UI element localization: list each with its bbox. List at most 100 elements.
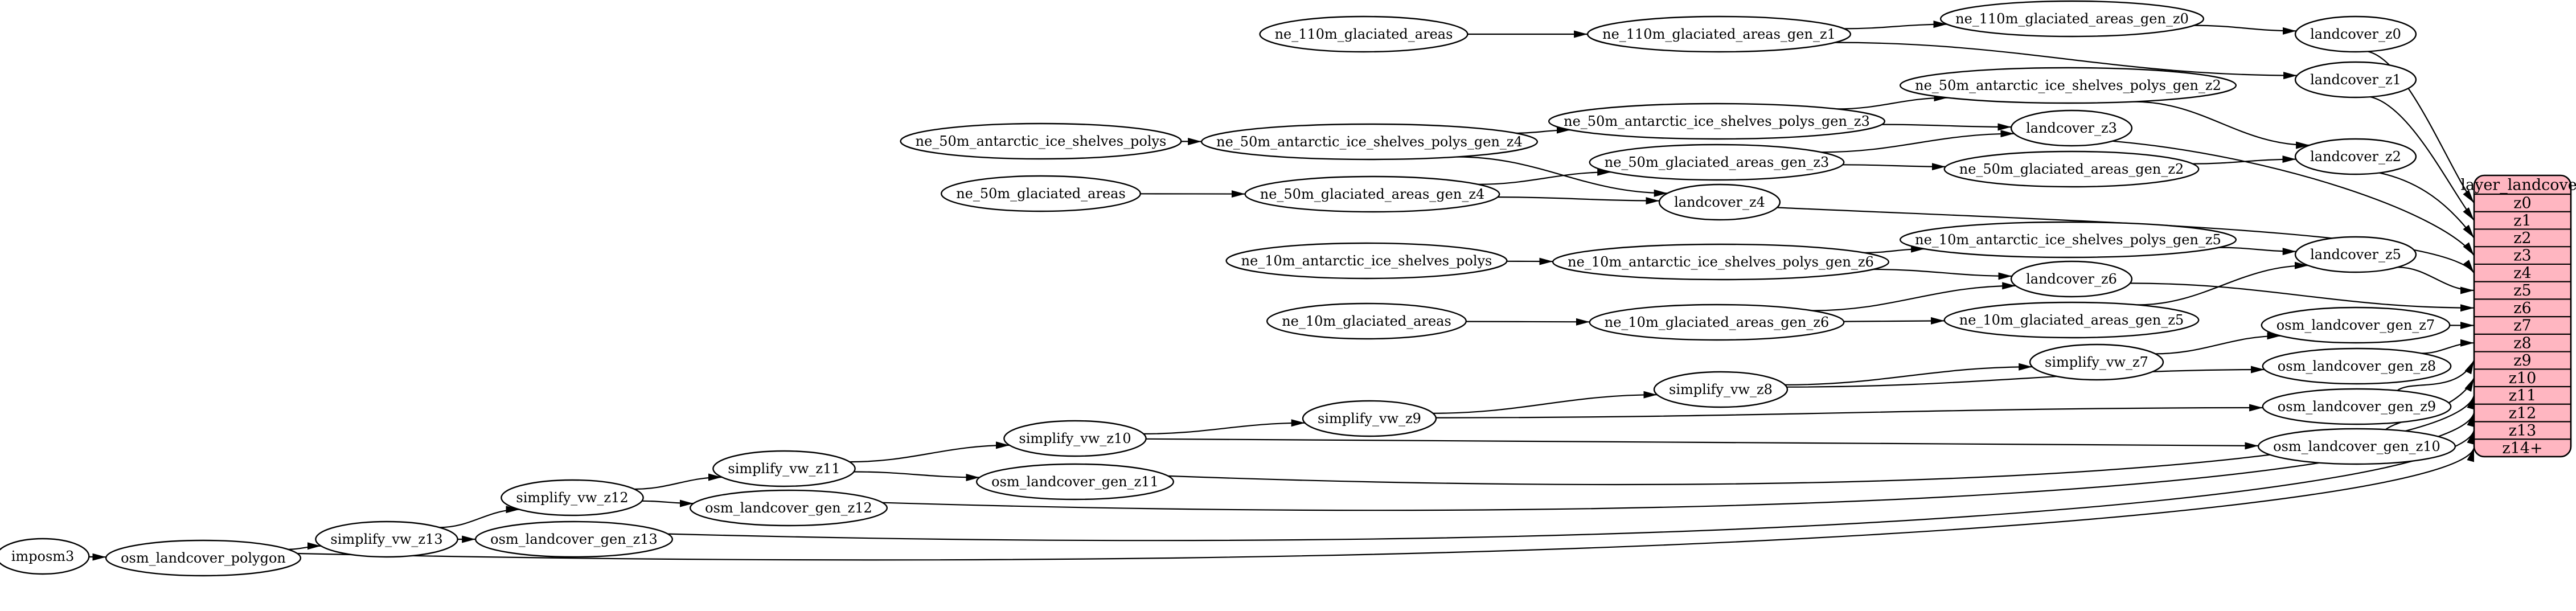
node-ellipse-osm_landcover_polygon xyxy=(105,539,302,577)
node-ne_50m_glaciated_areas: ne_50m_glaciated_areas xyxy=(941,175,1141,212)
node-ellipse-ne_110m_glaciated_areas xyxy=(1259,15,1469,53)
edge-landcover_z6--layer_landcover-z6 xyxy=(2130,282,2475,312)
node-simplify_vw_z7: simplify_vw_z7 xyxy=(2029,343,2164,381)
node-ellipse-ne_50m_antarctic_ice_shelves_polys_gen_z3 xyxy=(1548,102,1886,140)
edge-ne_110m_glaciated_areas_gen_z0--landcover_z0 xyxy=(2194,24,2296,35)
node-label-simplify_vw_z7: simplify_vw_z7 xyxy=(2045,354,2148,370)
table-row-z10: z10 xyxy=(2509,370,2537,387)
table-row-z8: z8 xyxy=(2513,334,2531,352)
node-ellipse-simplify_vw_z7 xyxy=(2029,343,2164,381)
node-ellipse-simplify_vw_z9 xyxy=(1302,400,1437,437)
node-layer: imposm3 osm_landcover_polygon simplify_vw_… xyxy=(0,0,2456,577)
edge-ne_10m_glaciated_areas_gen_z6--landcover_z6 xyxy=(1812,282,2016,311)
node-label-ne_10m_glaciated_areas_gen_z5: ne_10m_glaciated_areas_gen_z5 xyxy=(1959,312,2184,328)
node-label-ne_50m_glaciated_areas_gen_z4: ne_50m_glaciated_areas_gen_z4 xyxy=(1260,186,1485,202)
node-ellipse-osm_landcover_gen_z12 xyxy=(689,489,888,527)
node-osm_landcover_gen_z11: osm_landcover_gen_z11 xyxy=(975,463,1175,501)
edge-landcover_z2--layer_landcover-z2 xyxy=(2379,172,2475,239)
table-row-z1: z1 xyxy=(2513,212,2531,229)
edge-ne_10m_antarctic_ice_shelves_polys_gen_z5--landcover_z5 xyxy=(2218,247,2296,256)
node-ellipse-ne_110m_glaciated_areas_gen_z1 xyxy=(1586,15,1852,53)
node-label-osm_landcover_gen_z9: osm_landcover_gen_z9 xyxy=(2278,399,2436,415)
node-ne_10m_antarctic_ice_shelves_polys: ne_10m_antarctic_ice_shelves_polys xyxy=(1225,242,1508,280)
node-osm_landcover_gen_z9: osm_landcover_gen_z9 xyxy=(2262,388,2452,425)
table-row-z3: z3 xyxy=(2513,247,2531,265)
node-ellipse-landcover_z6 xyxy=(2010,260,2133,298)
table-row-z6: z6 xyxy=(2513,300,2531,317)
node-label-landcover_z6: landcover_z6 xyxy=(2026,271,2117,287)
node-landcover_z6: landcover_z6 xyxy=(2010,260,2133,298)
edge-landcover_z4--layer_landcover-z4 xyxy=(1777,207,2475,273)
node-osm_landcover_polygon: osm_landcover_polygon xyxy=(105,539,302,577)
node-ne_110m_glaciated_areas_gen_z1: ne_110m_glaciated_areas_gen_z1 xyxy=(1586,15,1852,53)
edge-landcover_z1--layer_landcover-z1 xyxy=(2370,96,2475,221)
edge-simplify_vw_z12--osm_landcover_gen_z12 xyxy=(642,499,694,507)
table-row-z9: z9 xyxy=(2513,352,2531,370)
edge-ne_50m_antarctic_ice_shelves_polys_gen_z2--landcover_z2 xyxy=(2134,101,2310,149)
layer-landcover-table: layer_landcoverz0z1z2z3z4z5z6z7z8z9z10z1… xyxy=(2460,174,2576,458)
edge-simplify_vw_z7--osm_landcover_gen_z7 xyxy=(2155,332,2281,355)
node-label-osm_landcover_gen_z13: osm_landcover_gen_z13 xyxy=(490,531,658,547)
node-ellipse-imposm3 xyxy=(0,538,90,575)
table-row-z13: z13 xyxy=(2509,422,2537,440)
node-label-ne_110m_glaciated_areas_gen_z0: ne_110m_glaciated_areas_gen_z0 xyxy=(1955,11,2189,27)
node-landcover_z1: landcover_z1 xyxy=(2294,61,2417,99)
node-simplify_vw_z9: simplify_vw_z9 xyxy=(1302,400,1437,437)
node-simplify_vw_z11: simplify_vw_z11 xyxy=(712,450,856,487)
node-ellipse-landcover_z4 xyxy=(1658,183,1781,221)
node-ellipse-ne_10m_antarctic_ice_shelves_polys_gen_z6 xyxy=(1552,243,1890,281)
node-ellipse-landcover_z1 xyxy=(2294,61,2417,99)
node-ellipse-landcover_z5 xyxy=(2294,236,2417,273)
node-ne_50m_antarctic_ice_shelves_polys_gen_z4: ne_50m_antarctic_ice_shelves_polys_gen_z… xyxy=(1200,123,1539,161)
node-ne_10m_glaciated_areas_gen_z5: ne_10m_glaciated_areas_gen_z5 xyxy=(1943,301,2200,339)
edge-ne_110m_glaciated_areas_gen_z1--landcover_z1 xyxy=(1835,42,2298,80)
node-label-ne_10m_antarctic_ice_shelves_polys_gen_z5: ne_10m_antarctic_ice_shelves_polys_gen_z… xyxy=(1915,232,2221,248)
node-ellipse-osm_landcover_gen_z11 xyxy=(975,463,1175,501)
node-ellipse-ne_50m_glaciated_areas_gen_z4 xyxy=(1244,175,1500,213)
node-ellipse-ne_110m_glaciated_areas_gen_z0 xyxy=(1939,0,2205,38)
node-simplify_vw_z10: simplify_vw_z10 xyxy=(1003,420,1147,457)
edge-ne_50m_glaciated_areas_gen_z4--landcover_z4 xyxy=(1498,196,1660,205)
node-ellipse-landcover_z3 xyxy=(2010,109,2133,147)
node-label-osm_landcover_gen_z7: osm_landcover_gen_z7 xyxy=(2276,317,2435,333)
node-ellipse-osm_landcover_gen_z8 xyxy=(2262,347,2452,385)
node-landcover_z0: landcover_z0 xyxy=(2294,15,2417,53)
edge-landcover_z0--layer_landcover-z0 xyxy=(2368,51,2475,204)
table-row-z11: z11 xyxy=(2509,387,2537,405)
node-imposm3: imposm3 xyxy=(0,538,90,575)
edge-ne_50m_glaciated_areas_gen_z3--ne_50m_glaciated_areas_gen_z2 xyxy=(1843,163,1946,171)
node-label-simplify_vw_z8: simplify_vw_z8 xyxy=(1669,382,1773,397)
node-label-landcover_z5: landcover_z5 xyxy=(2310,247,2401,263)
node-simplify_vw_z12: simplify_vw_z12 xyxy=(501,479,644,516)
node-label-ne_50m_antarctic_ice_shelves_polys_gen_z4: ne_50m_antarctic_ice_shelves_polys_gen_z… xyxy=(1216,134,1523,150)
node-ellipse-ne_50m_glaciated_areas_gen_z2 xyxy=(1943,150,2200,188)
node-osm_landcover_gen_z12: osm_landcover_gen_z12 xyxy=(689,489,888,527)
edge-simplify_vw_z10--osm_landcover_gen_z10 xyxy=(1146,438,2259,450)
node-ellipse-landcover_z2 xyxy=(2294,138,2417,175)
node-ne_50m_glaciated_areas_gen_z4: ne_50m_glaciated_areas_gen_z4 xyxy=(1244,175,1500,213)
node-ne_10m_antarctic_ice_shelves_polys_gen_z5: ne_10m_antarctic_ice_shelves_polys_gen_z… xyxy=(1899,221,2237,259)
node-label-ne_10m_antarctic_ice_shelves_polys: ne_10m_antarctic_ice_shelves_polys xyxy=(1241,253,1492,269)
edge-osm_landcover_gen_z11--layer_landcover-z11 xyxy=(1168,395,2475,486)
node-ellipse-landcover_z0 xyxy=(2294,15,2417,53)
edge-ne_110m_glaciated_areas_gen_z1--ne_110m_glaciated_areas_gen_z0 xyxy=(1844,20,1947,30)
node-simplify_vw_z13: simplify_vw_z13 xyxy=(315,520,458,558)
node-label-landcover_z1: landcover_z1 xyxy=(2310,72,2401,88)
edge-simplify_vw_z11--osm_landcover_gen_z11 xyxy=(854,471,980,481)
table-row-z7: z7 xyxy=(2513,317,2531,335)
table-row-z14+: z14+ xyxy=(2502,440,2542,457)
table-row-z4: z4 xyxy=(2513,264,2531,282)
node-osm_landcover_gen_z7: osm_landcover_gen_z7 xyxy=(2261,306,2451,344)
edge-simplify_vw_z11--simplify_vw_z10 xyxy=(849,441,1010,463)
node-landcover_z5: landcover_z5 xyxy=(2294,236,2417,273)
node-osm_landcover_gen_z13: osm_landcover_gen_z13 xyxy=(474,520,674,558)
node-landcover_z2: landcover_z2 xyxy=(2294,138,2417,175)
node-label-ne_110m_glaciated_areas: ne_110m_glaciated_areas xyxy=(1275,26,1453,42)
node-label-simplify_vw_z12: simplify_vw_z12 xyxy=(516,490,628,506)
node-label-imposm3: imposm3 xyxy=(11,548,75,564)
node-ellipse-ne_50m_glaciated_areas xyxy=(941,175,1141,212)
table-row-z5: z5 xyxy=(2513,282,2531,300)
node-ellipse-osm_landcover_gen_z7 xyxy=(2261,306,2451,344)
edge-simplify_vw_z13--simplify_vw_z12 xyxy=(439,506,520,528)
